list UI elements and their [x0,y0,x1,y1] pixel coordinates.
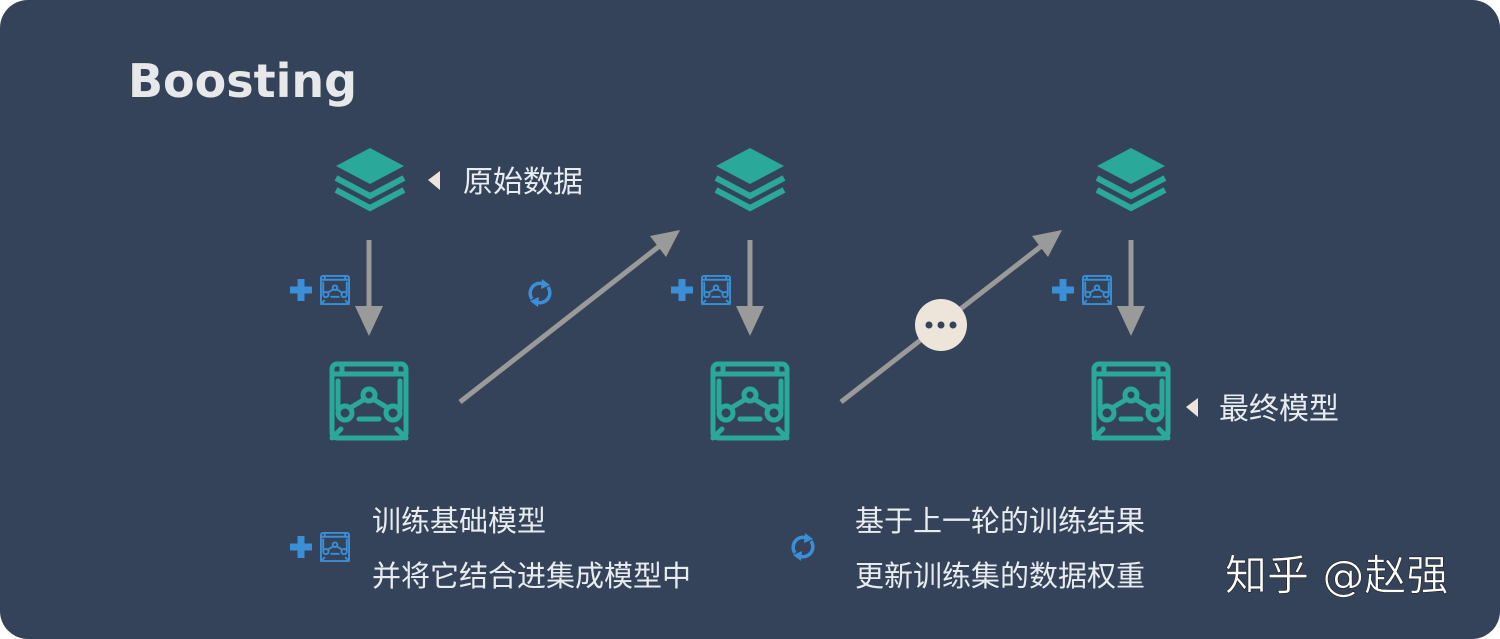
legend-refresh-icon [791,531,815,563]
refresh-icon [528,277,552,309]
pointer-triangle-icon [428,171,440,190]
ellipsis-icon [915,299,967,351]
legend-update-line2: 更新训练集的数据权重 [855,559,1145,593]
layers-icon-data-3 [1097,148,1165,208]
legend-add-model-icon [290,533,349,561]
model-icon-1 [332,364,406,438]
add-model-icon-1 [290,276,349,304]
legend-add-model-line2: 并将它结合进集成模型中 [372,559,691,593]
final-model-label: 最终模型 [1219,392,1339,427]
layers-icon-data-1 [336,148,404,208]
pointer-triangle-icon [1186,398,1198,417]
watermark: 知乎 @赵强 [1225,551,1448,600]
add-model-icon-2 [671,276,730,304]
slide-title: Boosting [128,54,357,108]
layers-icon-data-2 [716,148,784,208]
arrow-diagonal-1 [458,242,664,404]
add-model-icon-3 [1052,276,1111,304]
legend-add-model-line1: 训练基础模型 [372,504,546,538]
model-icon-2 [713,364,787,438]
legend-update-line1: 基于上一轮的训练结果 [855,504,1145,538]
raw-data-label: 原始数据 [463,165,583,200]
model-icon-final [1094,364,1168,438]
